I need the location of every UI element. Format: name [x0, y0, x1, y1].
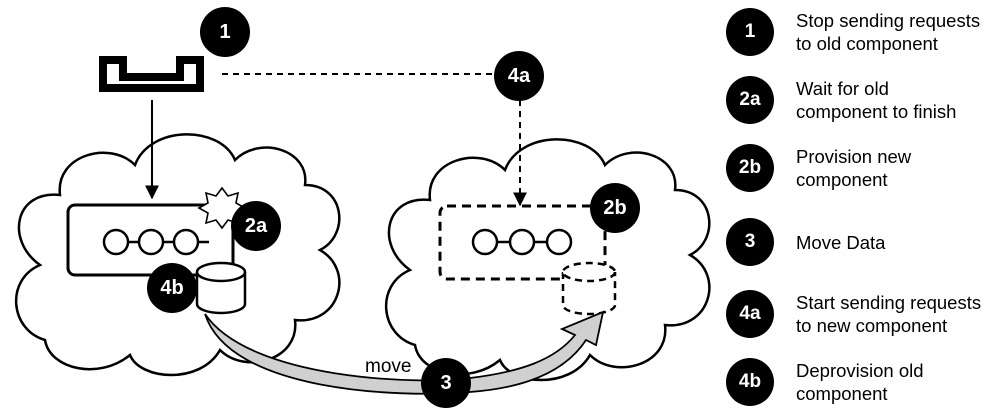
- legend-item-2a: 2a Wait for old component to finish: [726, 76, 1000, 124]
- badge-step-2b: 2b: [590, 183, 640, 233]
- new-component-node: [545, 228, 573, 256]
- legend-text-line: Provision new: [796, 146, 912, 167]
- new-component-node: [471, 228, 499, 256]
- old-database-icon: [195, 261, 247, 315]
- legend-text-2a: Wait for old component to finish: [796, 77, 956, 123]
- legend-text-line: Start sending requests: [796, 292, 982, 313]
- legend-item-2b: 2b Provision new component: [726, 144, 1000, 192]
- move-label: move: [365, 356, 411, 377]
- legend-item-4a: 4a Start sending requests to new compone…: [726, 290, 1000, 338]
- old-component-node: [137, 228, 165, 256]
- legend-text-line: component: [796, 383, 888, 404]
- badge-step-2a: 2a: [231, 201, 281, 251]
- svg-text:4a: 4a: [508, 65, 531, 87]
- legend-badge-3: 3: [726, 218, 774, 266]
- svg-text:4b: 4b: [160, 277, 183, 299]
- legend-badge-4a: 4a: [726, 290, 774, 338]
- legend-item-1: 1 Stop sending requests to old component: [726, 8, 1000, 56]
- legend: 1 Stop sending requests to old component…: [726, 0, 1000, 419]
- legend-text-line: to old component: [796, 33, 938, 54]
- load-balancer-icon: [99, 56, 204, 92]
- legend-text-line: component to finish: [796, 101, 957, 122]
- svg-text:2a: 2a: [245, 215, 268, 237]
- legend-badge-4b: 4b: [726, 358, 774, 406]
- badge-step-4a: 4a: [494, 51, 544, 101]
- legend-text-2b: Provision new component: [796, 145, 911, 191]
- legend-text-line: component: [796, 169, 888, 190]
- legend-text-4a: Start sending requests to new component: [796, 291, 981, 337]
- legend-item-3: 3 Move Data: [726, 218, 1000, 266]
- new-component-node: [508, 228, 536, 256]
- new-database-icon: [561, 261, 617, 316]
- legend-badge-2a: 2a: [726, 76, 774, 124]
- legend-badge-1: 1: [726, 8, 774, 56]
- legend-text-3: Move Data: [796, 231, 885, 254]
- badge-step-1: 1: [200, 7, 250, 57]
- badge-step-3: 3: [421, 358, 471, 408]
- legend-text-line: Move Data: [796, 231, 886, 253]
- legend-text-line: to new component: [796, 315, 948, 336]
- legend-text-1: Stop sending requests to old component: [796, 9, 980, 55]
- legend-text-4b: Deprovision old component: [796, 359, 924, 405]
- legend-text-line: Deprovision old: [796, 360, 924, 381]
- badge-step-4b: 4b: [147, 263, 197, 313]
- legend-item-4b: 4b Deprovision old component: [726, 358, 1000, 406]
- svg-text:2b: 2b: [603, 197, 626, 219]
- svg-text:3: 3: [440, 372, 451, 394]
- legend-badge-2b: 2b: [726, 144, 774, 192]
- svg-text:1: 1: [219, 21, 230, 43]
- old-component-node: [172, 228, 200, 256]
- legend-text-line: Stop sending requests: [796, 10, 981, 31]
- old-component-node: [102, 228, 130, 256]
- legend-text-line: Wait for old: [796, 78, 889, 99]
- move-data-arrow: [204, 310, 605, 395]
